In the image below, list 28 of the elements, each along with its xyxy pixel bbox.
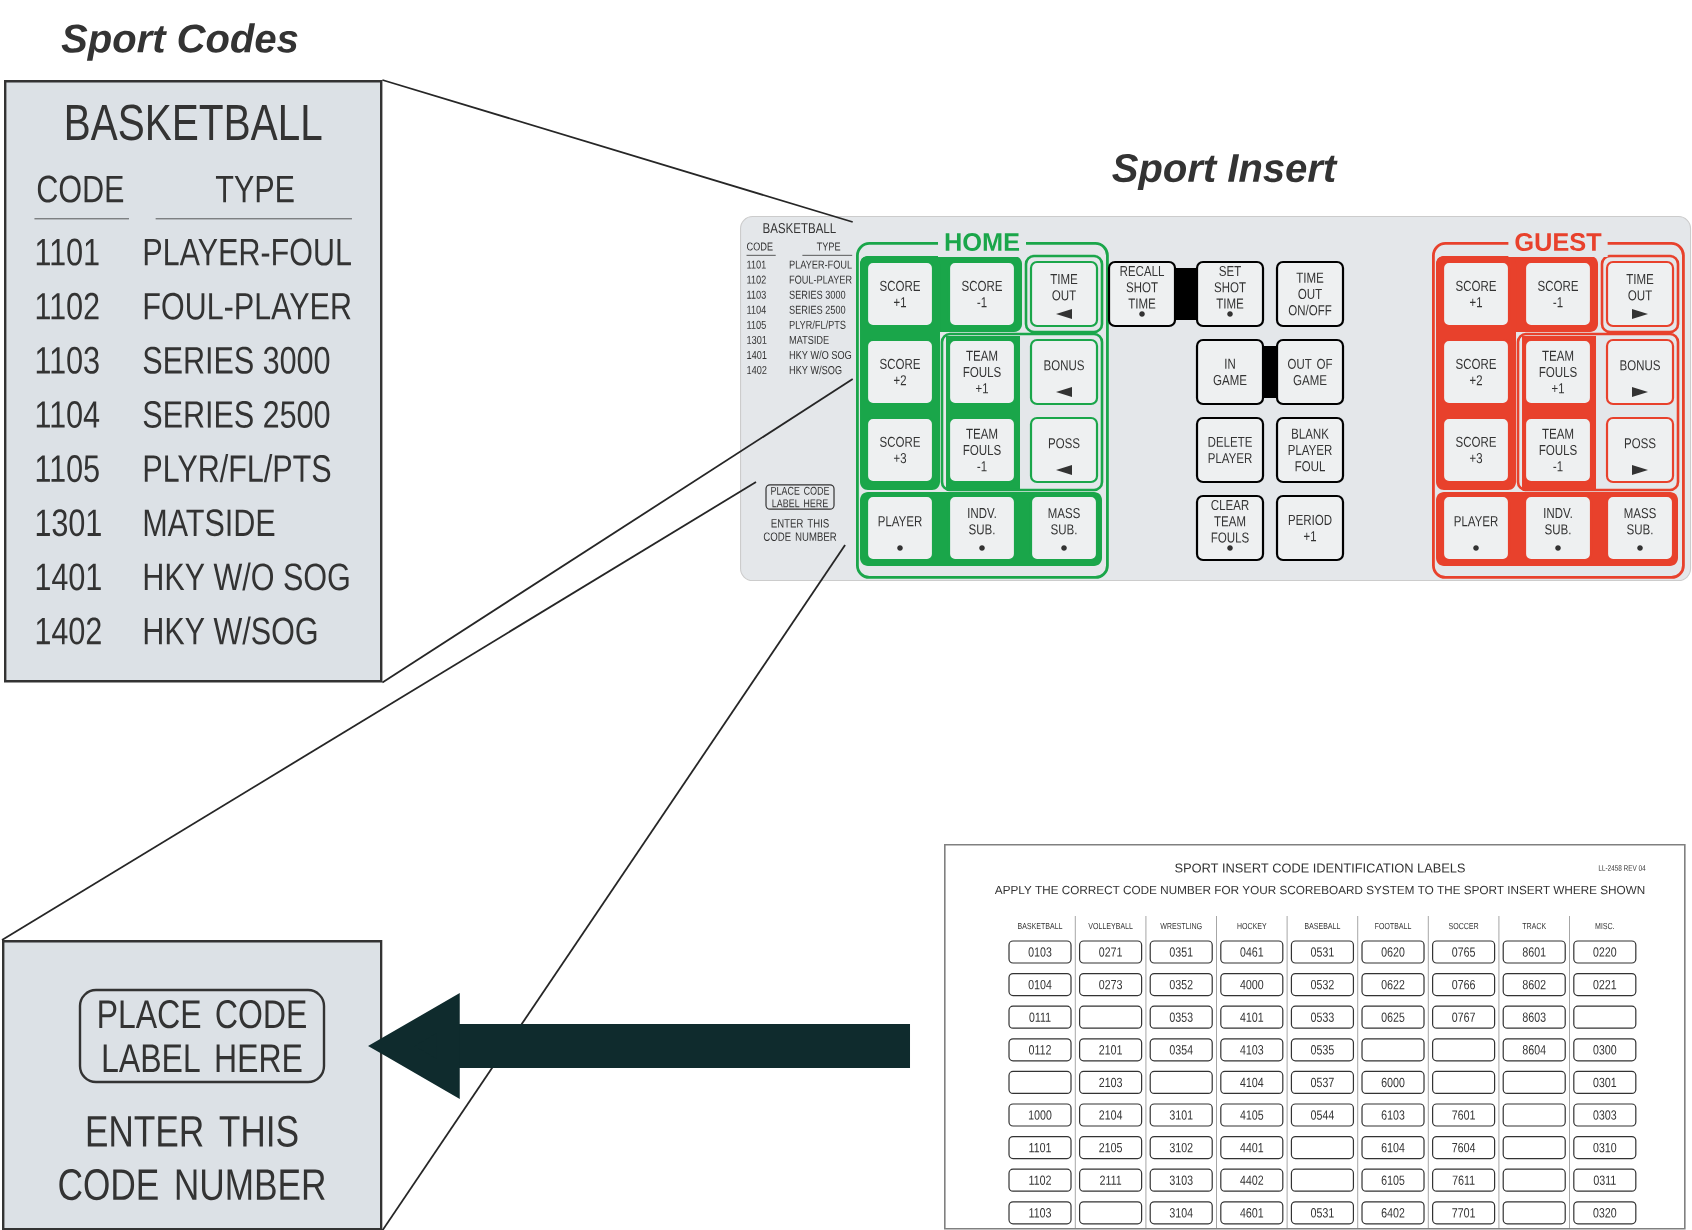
node-label: CODE xyxy=(37,175,124,203)
zoom-line xyxy=(381,378,854,684)
instruction: ENTER THIS CODE NUMBER xyxy=(59,1115,325,1201)
node-label: 1102 xyxy=(36,292,99,320)
zoomed-code-list: BASKETBALL CODE TYPE 1101 PLAYER-FOUL 1102 FOUL-PLAYER 1103 SERIES 3000 1104 SERIES 2500 1105 PLYR/FL/PTS 1301 MATSIDE 1401 HKY W/O SOG 1402 HKY W/SOG xyxy=(4,80,383,683)
node-label: PLYR/FL/PTS xyxy=(144,454,331,483)
node-label: HKY W/SOG xyxy=(144,616,317,645)
node-label: 1104 xyxy=(36,400,100,428)
zoom-line xyxy=(1,481,757,941)
node-label: TYPE xyxy=(215,175,294,203)
node-label: SERIES 2500 xyxy=(143,400,330,428)
heading: Sport Insert xyxy=(1112,153,1338,191)
node-label: 1401 xyxy=(36,563,101,591)
zoom-line xyxy=(381,544,846,1230)
zoom-line xyxy=(381,79,854,223)
node-label: BASKETBALL xyxy=(66,104,322,141)
node-label: HKY W/O SOG xyxy=(144,562,349,591)
heading: Sport Codes xyxy=(61,23,298,61)
node-label: 1101 xyxy=(36,238,99,266)
code-label-frame: PLACE CODE LABEL HERE xyxy=(78,988,326,1084)
node-label: 1103 xyxy=(36,346,99,374)
node-label: 1402 xyxy=(36,617,101,645)
node-label: FOUL-PLAYER xyxy=(144,292,351,320)
node-label: 1105 xyxy=(36,455,99,483)
node-label: MATSIDE xyxy=(144,509,275,537)
node-label: PLAYER-FOUL xyxy=(144,238,351,266)
node-label: 1301 xyxy=(36,509,101,537)
node-label: SERIES 3000 xyxy=(143,346,330,374)
